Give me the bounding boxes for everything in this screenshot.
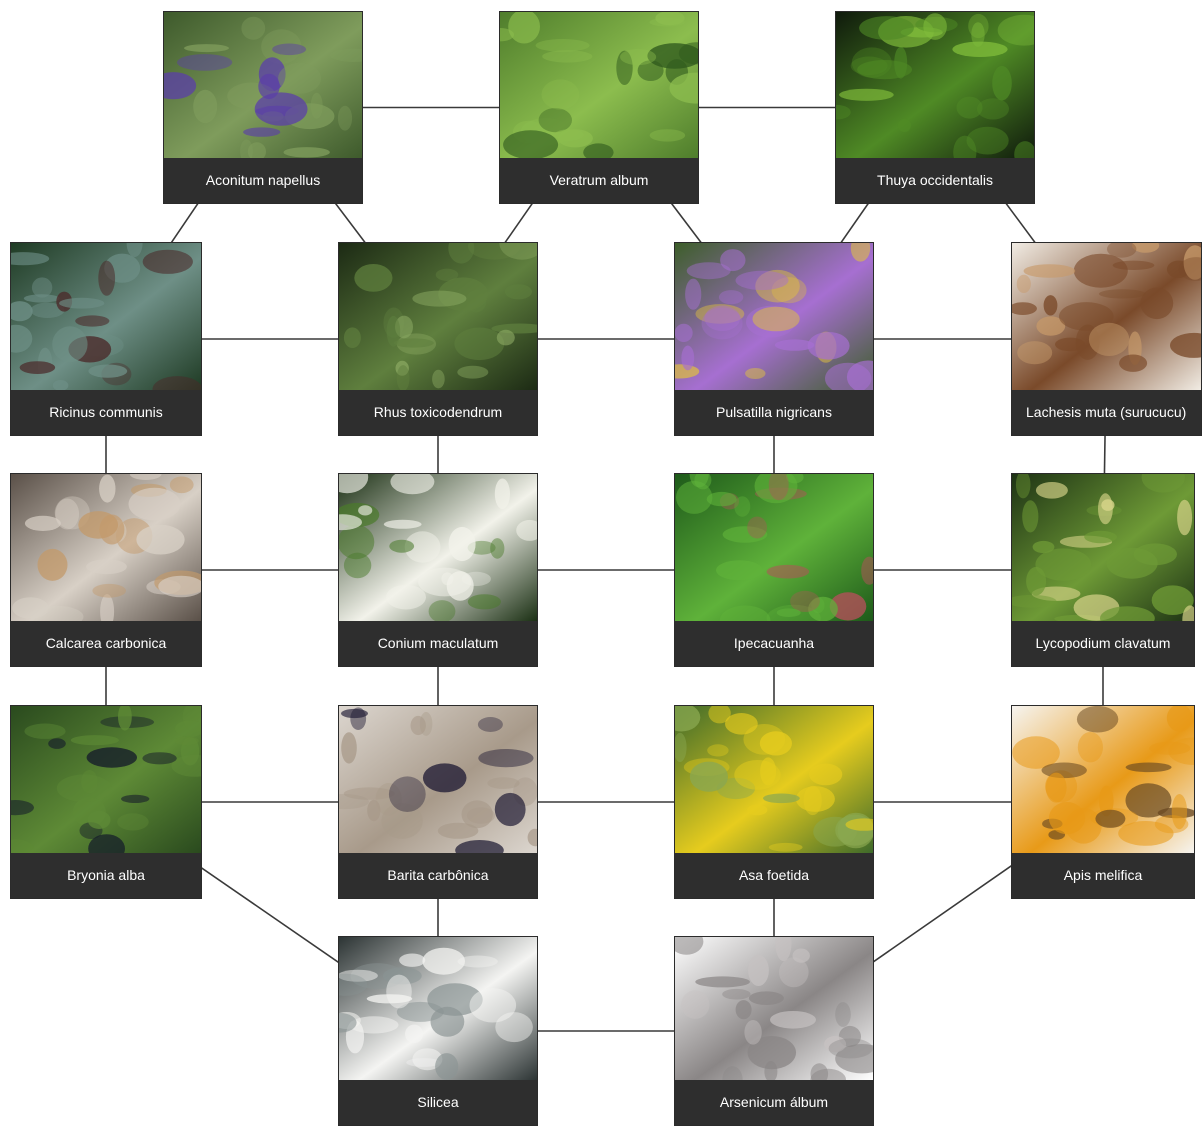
node-label: Barita carbônica xyxy=(339,853,537,898)
node-label: Pulsatilla nigricans xyxy=(675,390,873,435)
silicea-powder-photo xyxy=(339,937,537,1080)
ipecacuanha-leaves-photo xyxy=(675,474,873,621)
node-lycopodium: Lycopodium clavatum xyxy=(1011,473,1195,667)
lycopodium-plant-photo xyxy=(1012,474,1194,621)
pulsatilla-flower-photo xyxy=(675,243,873,390)
bee-on-flower-photo xyxy=(1012,706,1194,853)
node-rhus: Rhus toxicodendrum xyxy=(338,242,538,436)
aconitum-flower-photo xyxy=(164,12,362,158)
node-aconitum: Aconitum napellus xyxy=(163,11,363,204)
node-label: Lachesis muta (surucucu) xyxy=(1012,390,1201,435)
node-label: Silicea xyxy=(339,1080,537,1125)
ricinus-plant-photo xyxy=(11,243,201,390)
barita-crystals-photo xyxy=(339,706,537,853)
asa-foetida-flowers-photo xyxy=(675,706,873,853)
node-label: Thuya occidentalis xyxy=(836,158,1034,203)
node-label: Bryonia alba xyxy=(11,853,201,898)
lachesis-snake-photo xyxy=(1012,243,1201,390)
node-label: Veratrum album xyxy=(500,158,698,203)
node-label: Arsenicum álbum xyxy=(675,1080,873,1125)
conium-flowers-photo xyxy=(339,474,537,621)
node-label: Lycopodium clavatum xyxy=(1012,621,1194,666)
node-ipecacuanha: Ipecacuanha xyxy=(674,473,874,667)
node-label: Calcarea carbonica xyxy=(11,621,201,666)
node-ricinus: Ricinus communis xyxy=(10,242,202,436)
node-label: Apis melifica xyxy=(1012,853,1194,898)
thuya-foliage-photo xyxy=(836,12,1034,158)
node-label: Aconitum napellus xyxy=(164,158,362,203)
node-label: Ricinus communis xyxy=(11,390,201,435)
node-arsenicum: Arsenicum álbum xyxy=(674,936,874,1126)
bryonia-berries-photo xyxy=(11,706,201,853)
node-label: Conium maculatum xyxy=(339,621,537,666)
node-label: Ipecacuanha xyxy=(675,621,873,666)
node-bryonia: Bryonia alba xyxy=(10,705,202,899)
node-asa: Asa foetida xyxy=(674,705,874,899)
calcarea-shells-photo xyxy=(11,474,201,621)
rhus-leaves-photo xyxy=(339,243,537,390)
node-label: Rhus toxicodendrum xyxy=(339,390,537,435)
node-silicea: Silicea xyxy=(338,936,538,1126)
node-calcarea: Calcarea carbonica xyxy=(10,473,202,667)
veratrum-leaves-photo xyxy=(500,12,698,158)
node-pulsatilla: Pulsatilla nigricans xyxy=(674,242,874,436)
node-label: Asa foetida xyxy=(675,853,873,898)
node-barita: Barita carbônica xyxy=(338,705,538,899)
node-apis: Apis melifica xyxy=(1011,705,1195,899)
arsenicum-powder-photo xyxy=(675,937,873,1080)
node-conium: Conium maculatum xyxy=(338,473,538,667)
node-thuya: Thuya occidentalis xyxy=(835,11,1035,204)
node-veratrum: Veratrum album xyxy=(499,11,699,204)
node-lachesis: Lachesis muta (surucucu) xyxy=(1011,242,1202,436)
